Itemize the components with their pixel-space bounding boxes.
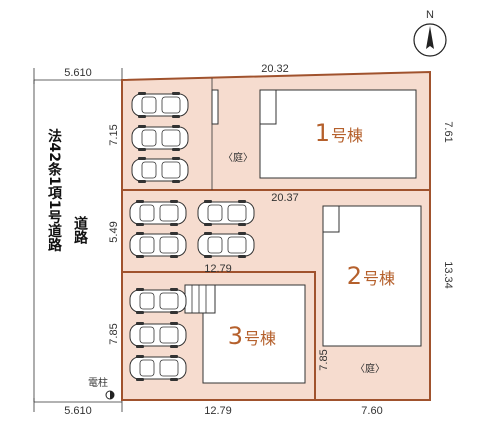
house-2-number: 2 (347, 262, 362, 290)
road-label-left: 法42条1項1号道路 (46, 128, 63, 252)
road-label-main: 法42条1項1号道路 (46, 128, 63, 252)
house-3-suffix: 号棟 (244, 329, 276, 348)
dim-parking-left: 5.49 (108, 221, 120, 242)
garden-label-1: 〈庭〉 (223, 151, 253, 164)
dim-top-width: 20.32 (261, 63, 289, 75)
dim-lot3-top: 12.79 (204, 263, 232, 275)
house-1-suffix: 号棟 (331, 126, 363, 145)
house-3: 3 号棟 (184, 284, 306, 384)
dim-road-bottom: 5.610 (64, 405, 92, 417)
utility-pole: 電柱 (88, 376, 115, 400)
car-icon (129, 287, 187, 315)
dim-mid-width: 20.37 (271, 192, 299, 204)
car-icon (197, 231, 255, 259)
north-compass: N (413, 9, 447, 57)
house-2: 2 号棟 (322, 205, 422, 347)
dim-lot1-right: 7.61 (442, 121, 454, 142)
pole-icon-half (110, 391, 114, 399)
house-1-number: 1 (315, 119, 330, 147)
car-icon (129, 321, 187, 349)
car-icon (129, 231, 187, 259)
dim-lot3-left: 7.85 (108, 323, 120, 344)
car-icon (131, 156, 189, 184)
house-2-suffix: 号棟 (363, 269, 395, 288)
car-icon (131, 124, 189, 152)
dim-lot2-right: 13.34 (442, 261, 454, 289)
house-1: 1 号棟 (211, 89, 417, 179)
car-icon (131, 91, 189, 119)
dim-bottom-lot2: 7.60 (361, 405, 382, 417)
road-label-sub: 道路 (72, 215, 88, 244)
compass-arrow-icon (426, 26, 434, 49)
road-label-right: 道路 (72, 215, 88, 244)
garden-label-2: 〈庭〉 (355, 362, 385, 375)
dim-road-top: 5.610 (64, 67, 92, 79)
compass-label: N (426, 9, 434, 21)
dim-bottom-lot3: 12.79 (204, 405, 232, 417)
house-3-number: 3 (228, 322, 243, 350)
car-icon (129, 354, 187, 382)
road-dimensions: 5.610 5.610 (33, 67, 123, 417)
dim-lot1-left: 7.15 (108, 124, 120, 145)
car-icon (197, 199, 255, 227)
pole-label: 電柱 (88, 376, 108, 389)
car-icon (129, 199, 187, 227)
dim-lot2-inner-left: 7.85 (318, 349, 330, 370)
